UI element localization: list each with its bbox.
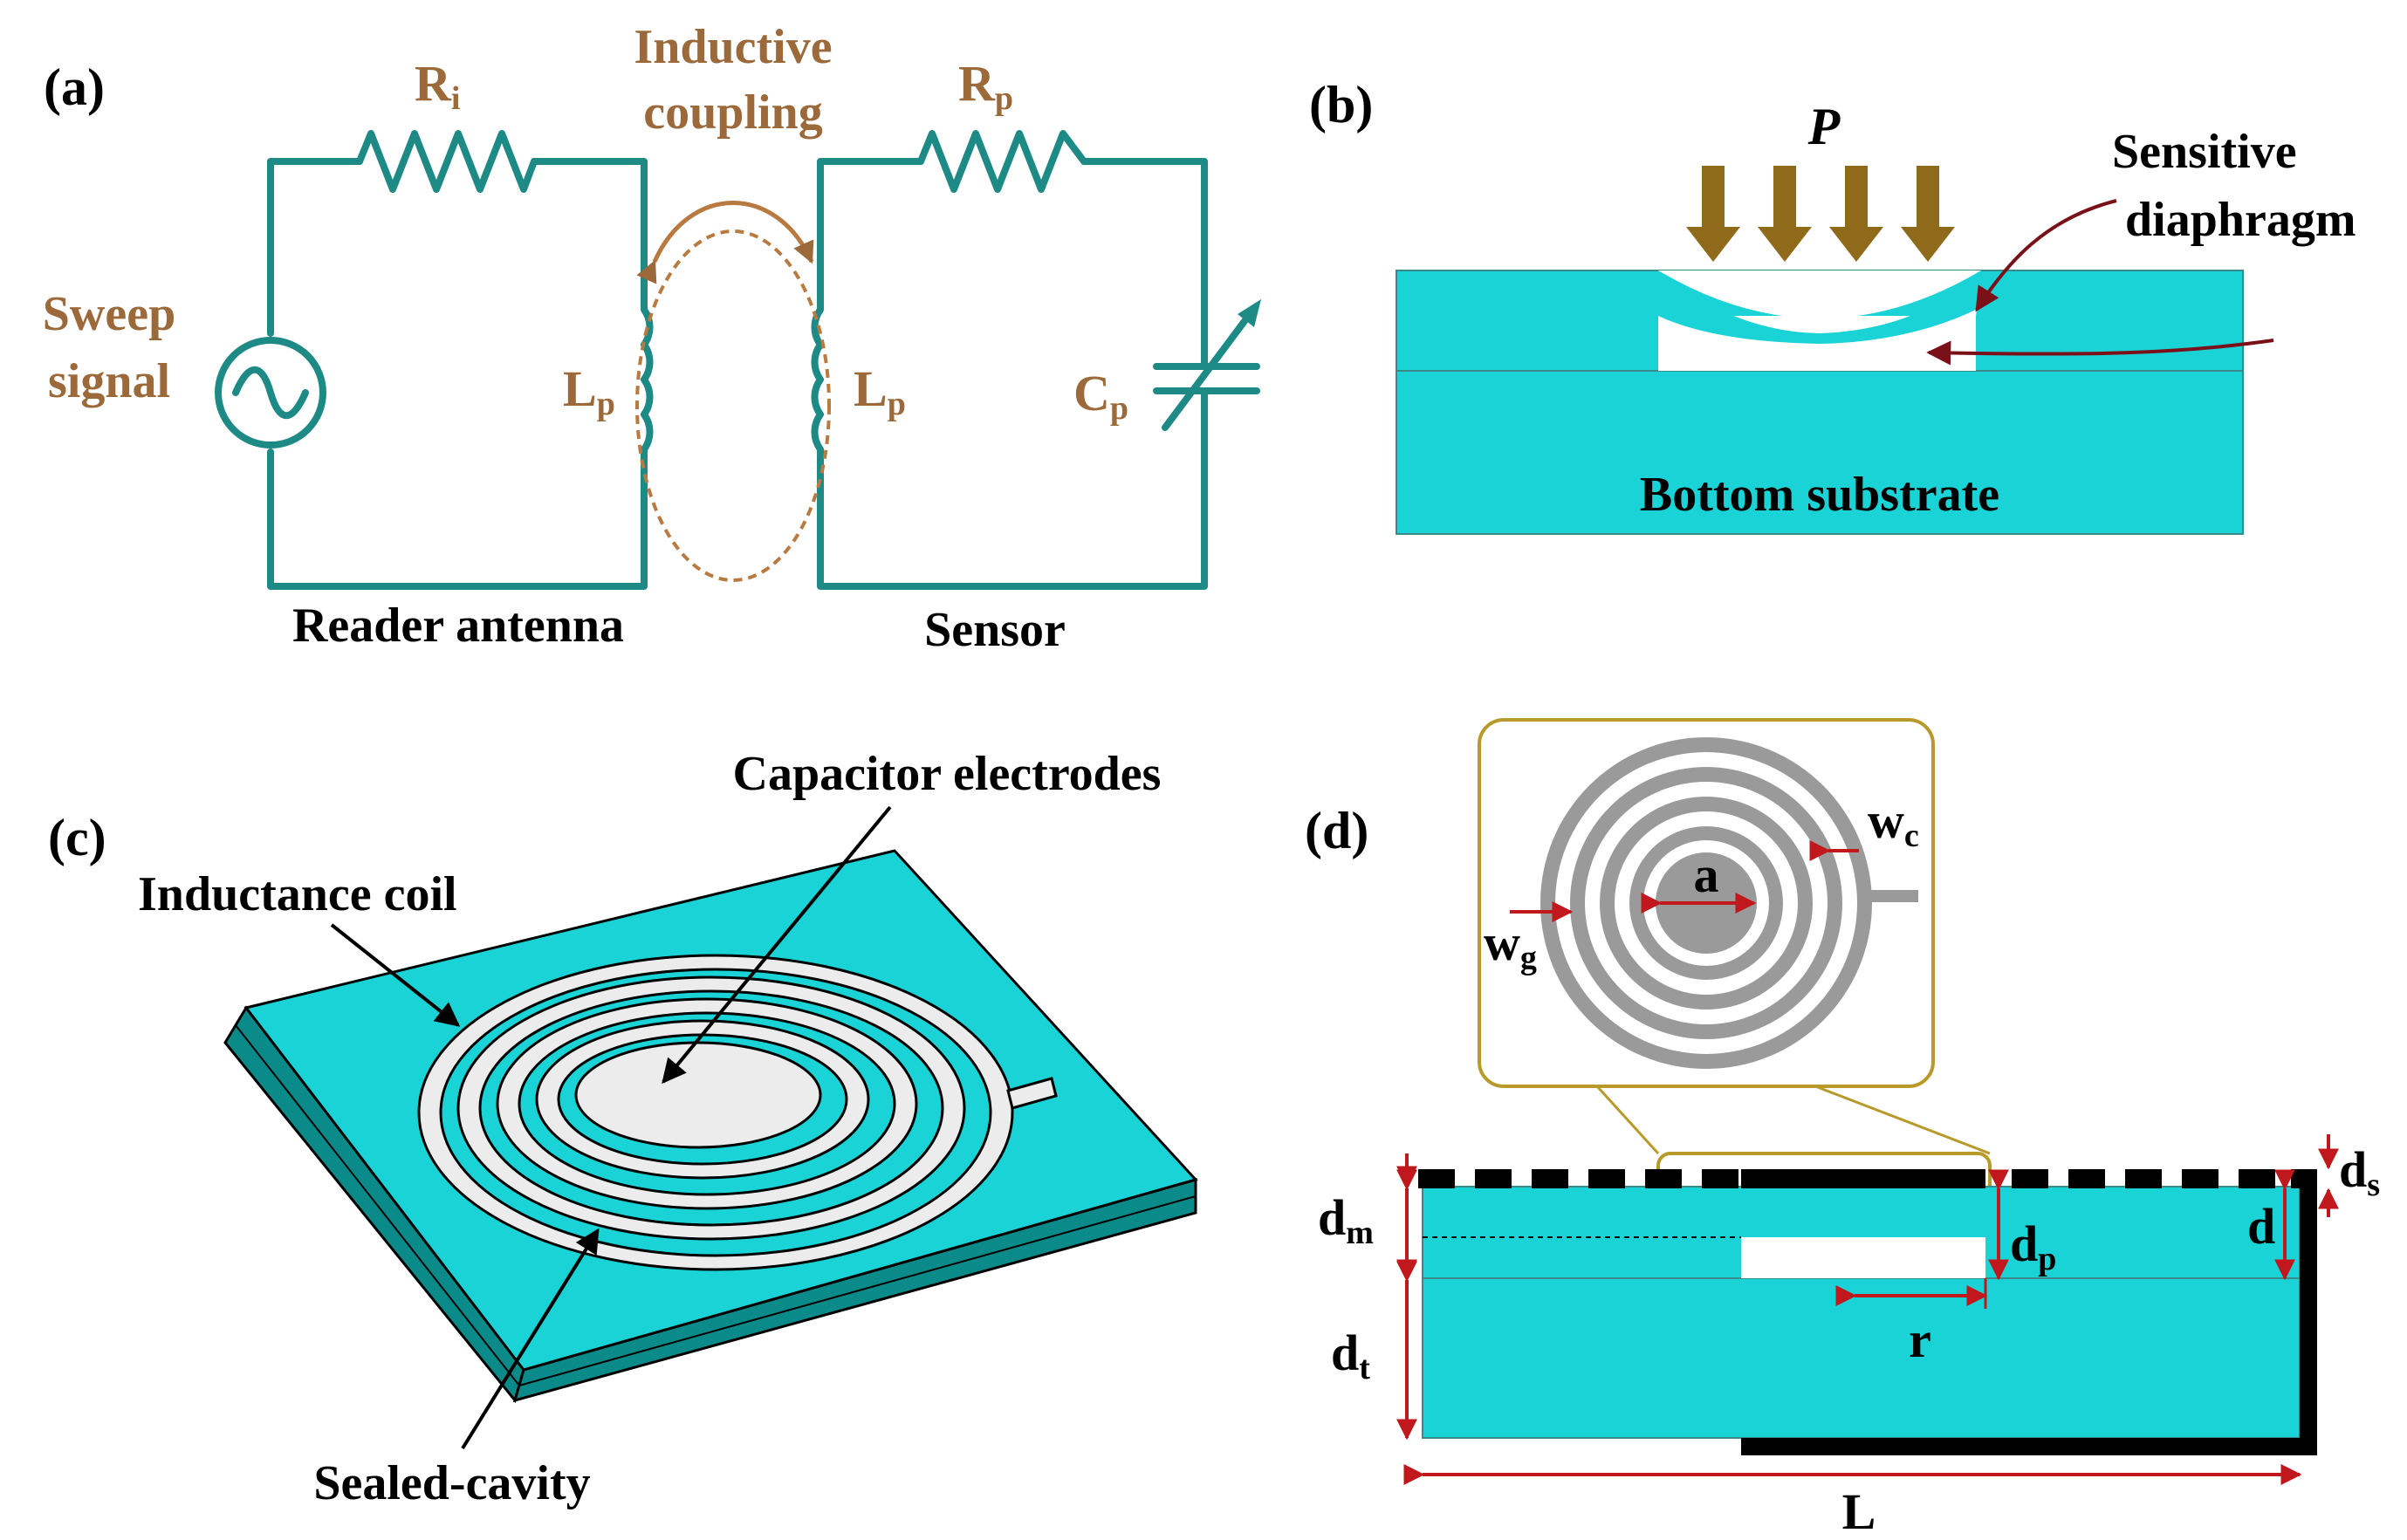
dim-dp-label: dp	[2010, 1215, 2056, 1277]
sweep-label-line1: Sweep	[43, 287, 175, 341]
sweep-source-icon	[215, 337, 326, 448]
resistor-ri	[356, 130, 538, 193]
diaphragm-pointer	[1975, 199, 2117, 312]
inductor-left	[641, 274, 654, 470]
panel-b-cross-section: (b) P Sensitive diaphragm Bottom substra…	[1309, 76, 2356, 535]
cavity-pointer	[1926, 339, 2274, 366]
pressure-arrow-4	[1901, 166, 1955, 262]
panel-c-label: (c)	[48, 809, 106, 866]
sensor-circuit-wire	[817, 158, 1208, 590]
lp-right-label: Lp	[854, 360, 906, 422]
panel-c-3d-sensor: (c) Capacitor electrodes Inductance coil…	[48, 747, 1198, 1510]
sealed-cavity-label: Sealed-cavity	[313, 1456, 590, 1510]
electrodes-pointer	[662, 805, 892, 1085]
diaphragm-label-line1: Sensitive	[2112, 125, 2297, 179]
sensor-caption: Sensor	[924, 603, 1066, 657]
reader-antenna-caption: Reader antenna	[292, 599, 624, 653]
zoom-line-right	[1814, 1085, 1991, 1155]
bottom-electrode	[1741, 1438, 2317, 1455]
pressure-arrow-1	[1686, 166, 1740, 262]
bottom-substrate-label: Bottom substrate	[1640, 468, 1999, 522]
panel-a-label: (a)	[44, 58, 105, 116]
top-electrode-pattern	[1418, 1169, 2315, 1188]
dim-dt-label: dt	[1331, 1324, 1370, 1386]
side-interconnect	[2300, 1169, 2317, 1455]
pressure-label: P	[1807, 98, 1841, 155]
panel-a-circuit: (a) Ri Rp Inductive	[43, 20, 1261, 657]
pressure-arrows	[1686, 166, 1955, 262]
sensor-body-section	[1422, 1186, 2301, 1439]
coupling-field-ellipse	[635, 229, 831, 582]
lp-left-label: Lp	[563, 360, 615, 422]
resistor-rp	[917, 130, 1087, 193]
rp-label: Rp	[958, 55, 1013, 117]
dim-ds-label: ds	[2339, 1141, 2380, 1203]
cavity-section	[1741, 1237, 1985, 1278]
dim-r-label: r	[1909, 1311, 1931, 1368]
reader-circuit-wire	[267, 158, 648, 590]
dim-wc-label: wc	[1868, 792, 1919, 854]
coupling-label-line1: Inductive	[634, 20, 832, 74]
cavity-pointer-c	[461, 1228, 600, 1450]
sweep-label-line2: signal	[48, 354, 170, 408]
dim-wg-label: wg	[1484, 914, 1537, 976]
pressure-arrow-3	[1829, 166, 1883, 262]
panel-b-label: (b)	[1309, 76, 1373, 133]
dim-dm-label: dm	[1318, 1189, 1374, 1251]
coupling-arrow	[636, 201, 814, 284]
dim-d-label: d	[2247, 1198, 2275, 1255]
ri-label: Ri	[415, 55, 460, 117]
pressure-arrow-2	[1758, 166, 1812, 262]
inductance-coil	[417, 954, 1014, 1271]
diaphragm-label-line2: diaphragm	[2125, 193, 2356, 247]
dim-L-label: L	[1842, 1483, 1876, 1540]
capacitor-electrodes-label: Capacitor electrodes	[733, 747, 1162, 801]
coil-pointer	[330, 923, 461, 1027]
panel-d-dimensions: (d) a wc wg	[1305, 718, 2380, 1540]
dim-a-label: a	[1694, 846, 1719, 903]
variable-capacitor-icon	[1153, 299, 1261, 431]
coil-lead	[1006, 1077, 1058, 1110]
top-capacitor-electrode	[1741, 1169, 1985, 1188]
panel-d-label: (d)	[1305, 802, 1368, 859]
cp-label: Cp	[1073, 365, 1128, 427]
zoom-line-left	[1595, 1085, 1660, 1155]
inductor-right	[811, 274, 824, 470]
inductance-coil-label: Inductance coil	[138, 867, 457, 921]
coupling-label-line2: coupling	[643, 86, 822, 140]
diaphragm-curve	[1658, 270, 1981, 344]
